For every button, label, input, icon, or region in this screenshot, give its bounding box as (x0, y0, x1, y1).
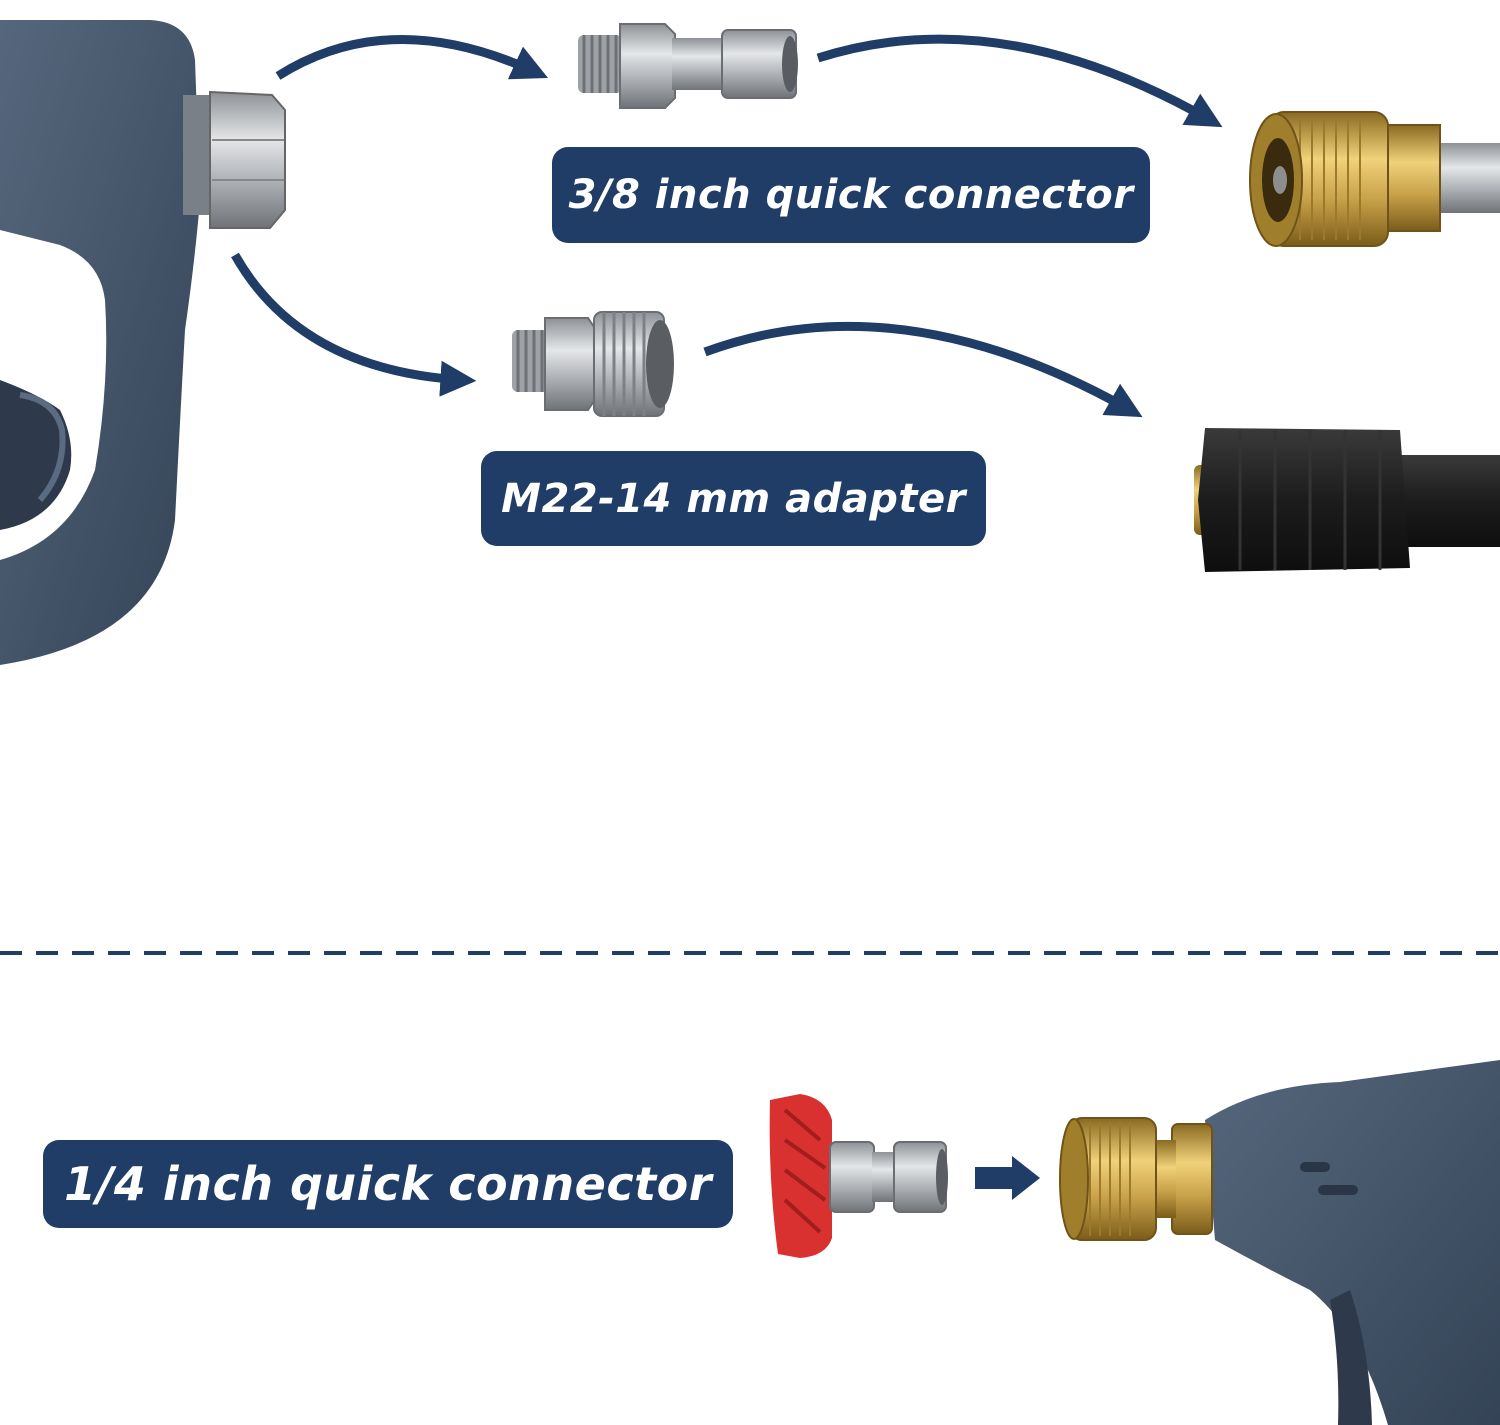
brass-coupler-38-icon (1249, 111, 1500, 247)
quick-plug-38-icon (578, 23, 798, 109)
quick-connector-14-text: 1/4 inch quick connector (64, 1157, 712, 1211)
arrow-gun-to-adapter (231, 252, 477, 397)
m22-adapter-icon (512, 311, 674, 417)
quick-connector-38-text: 3/8 inch quick connector (568, 172, 1134, 218)
arrow-nozzle-to-gun (975, 1156, 1040, 1200)
arrow-adapter-to-fitting (703, 321, 1143, 418)
spray-gun-top (0, 20, 286, 665)
m22-adapter-text: M22-14 mm adapter (501, 475, 966, 522)
m22-hose-fitting-icon (1194, 428, 1500, 572)
arrow-plug-to-coupler (816, 34, 1223, 128)
quick-connector-38-label: 3/8 inch quick connector (552, 147, 1150, 243)
red-nozzle-icon (769, 1094, 948, 1258)
spray-gun-bottom (1059, 1060, 1500, 1425)
quick-connector-14-label: 1/4 inch quick connector (43, 1140, 733, 1228)
m22-adapter-label: M22-14 mm adapter (481, 451, 986, 546)
arrow-gun-to-plug (275, 35, 549, 80)
